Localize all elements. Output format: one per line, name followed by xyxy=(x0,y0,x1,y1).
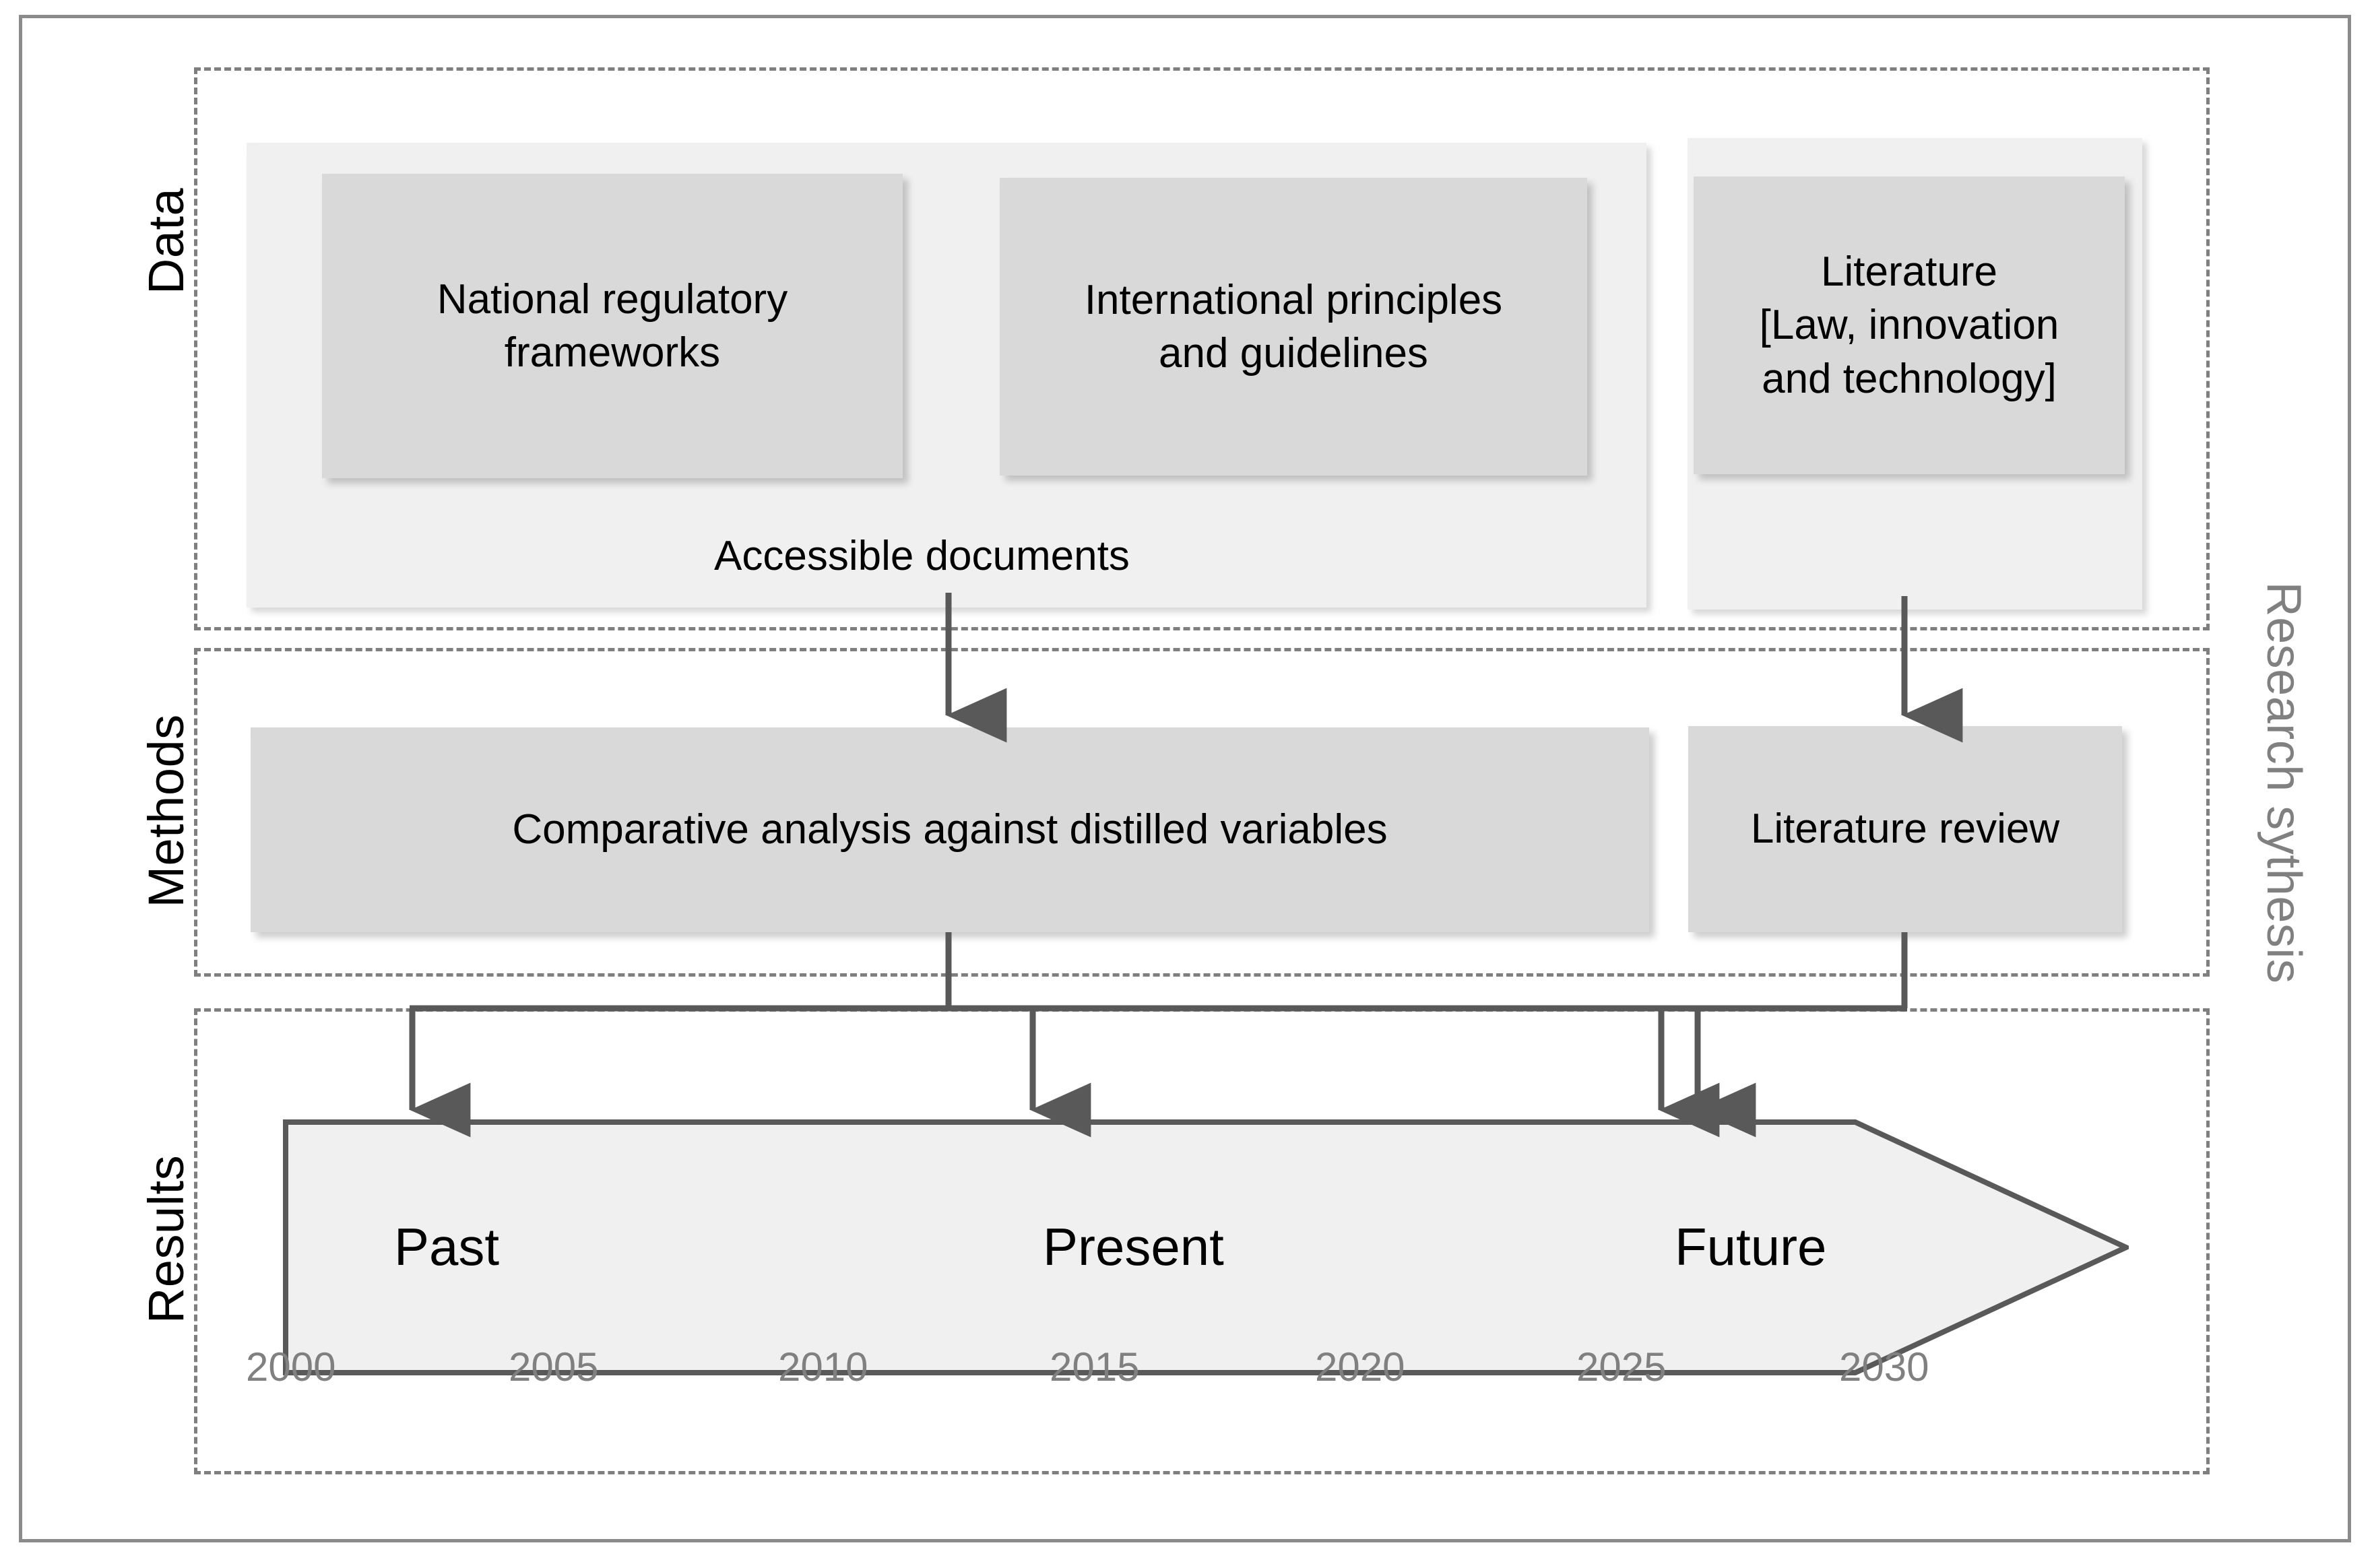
row-label-results: Results xyxy=(138,1154,194,1324)
timeline-tick-2025: 2025 xyxy=(1576,1344,1667,1390)
timeline-tick-2015: 2015 xyxy=(1050,1344,1140,1390)
box-label: National regulatory frameworks xyxy=(437,275,788,376)
box-label: International principles and guidelines xyxy=(1084,276,1503,377)
box-international-principles[interactable]: International principles and guidelines xyxy=(1000,178,1587,476)
box-label: Comparative analysis against distilled v… xyxy=(512,806,1388,853)
phase-label-present: Present xyxy=(1043,1217,1224,1276)
section-frame-data xyxy=(194,67,2210,630)
row-label-methods: Methods xyxy=(138,714,194,908)
accessible-documents-caption: Accessible documents xyxy=(714,533,1130,579)
timeline-tick-2010: 2010 xyxy=(778,1344,868,1390)
box-literature-review[interactable]: Literature review xyxy=(1688,726,2122,932)
row-label-data: Data xyxy=(138,187,194,295)
phase-label-past: Past xyxy=(394,1217,500,1276)
research-synthesis-label: Research sythesis xyxy=(2257,581,2311,984)
timeline-tick-2000: 2000 xyxy=(246,1344,336,1390)
box-national-regulatory-frameworks[interactable]: National regulatory frameworks xyxy=(322,174,903,478)
section-frame-methods xyxy=(194,648,2210,977)
timeline-tick-2030: 2030 xyxy=(1839,1344,1929,1390)
timeline-tick-2020: 2020 xyxy=(1315,1344,1405,1390)
box-comparative-analysis[interactable]: Comparative analysis against distilled v… xyxy=(251,727,1649,932)
phase-label-future: Future xyxy=(1675,1217,1827,1276)
box-label: Literature review xyxy=(1750,806,2060,853)
box-literature[interactable]: Literature [Law, innovation and technolo… xyxy=(1694,176,2125,474)
box-label: Literature [Law, innovation and technolo… xyxy=(1759,248,2059,402)
timeline-tick-2005: 2005 xyxy=(509,1344,599,1390)
results-timeline-chevron xyxy=(283,1119,2129,1375)
